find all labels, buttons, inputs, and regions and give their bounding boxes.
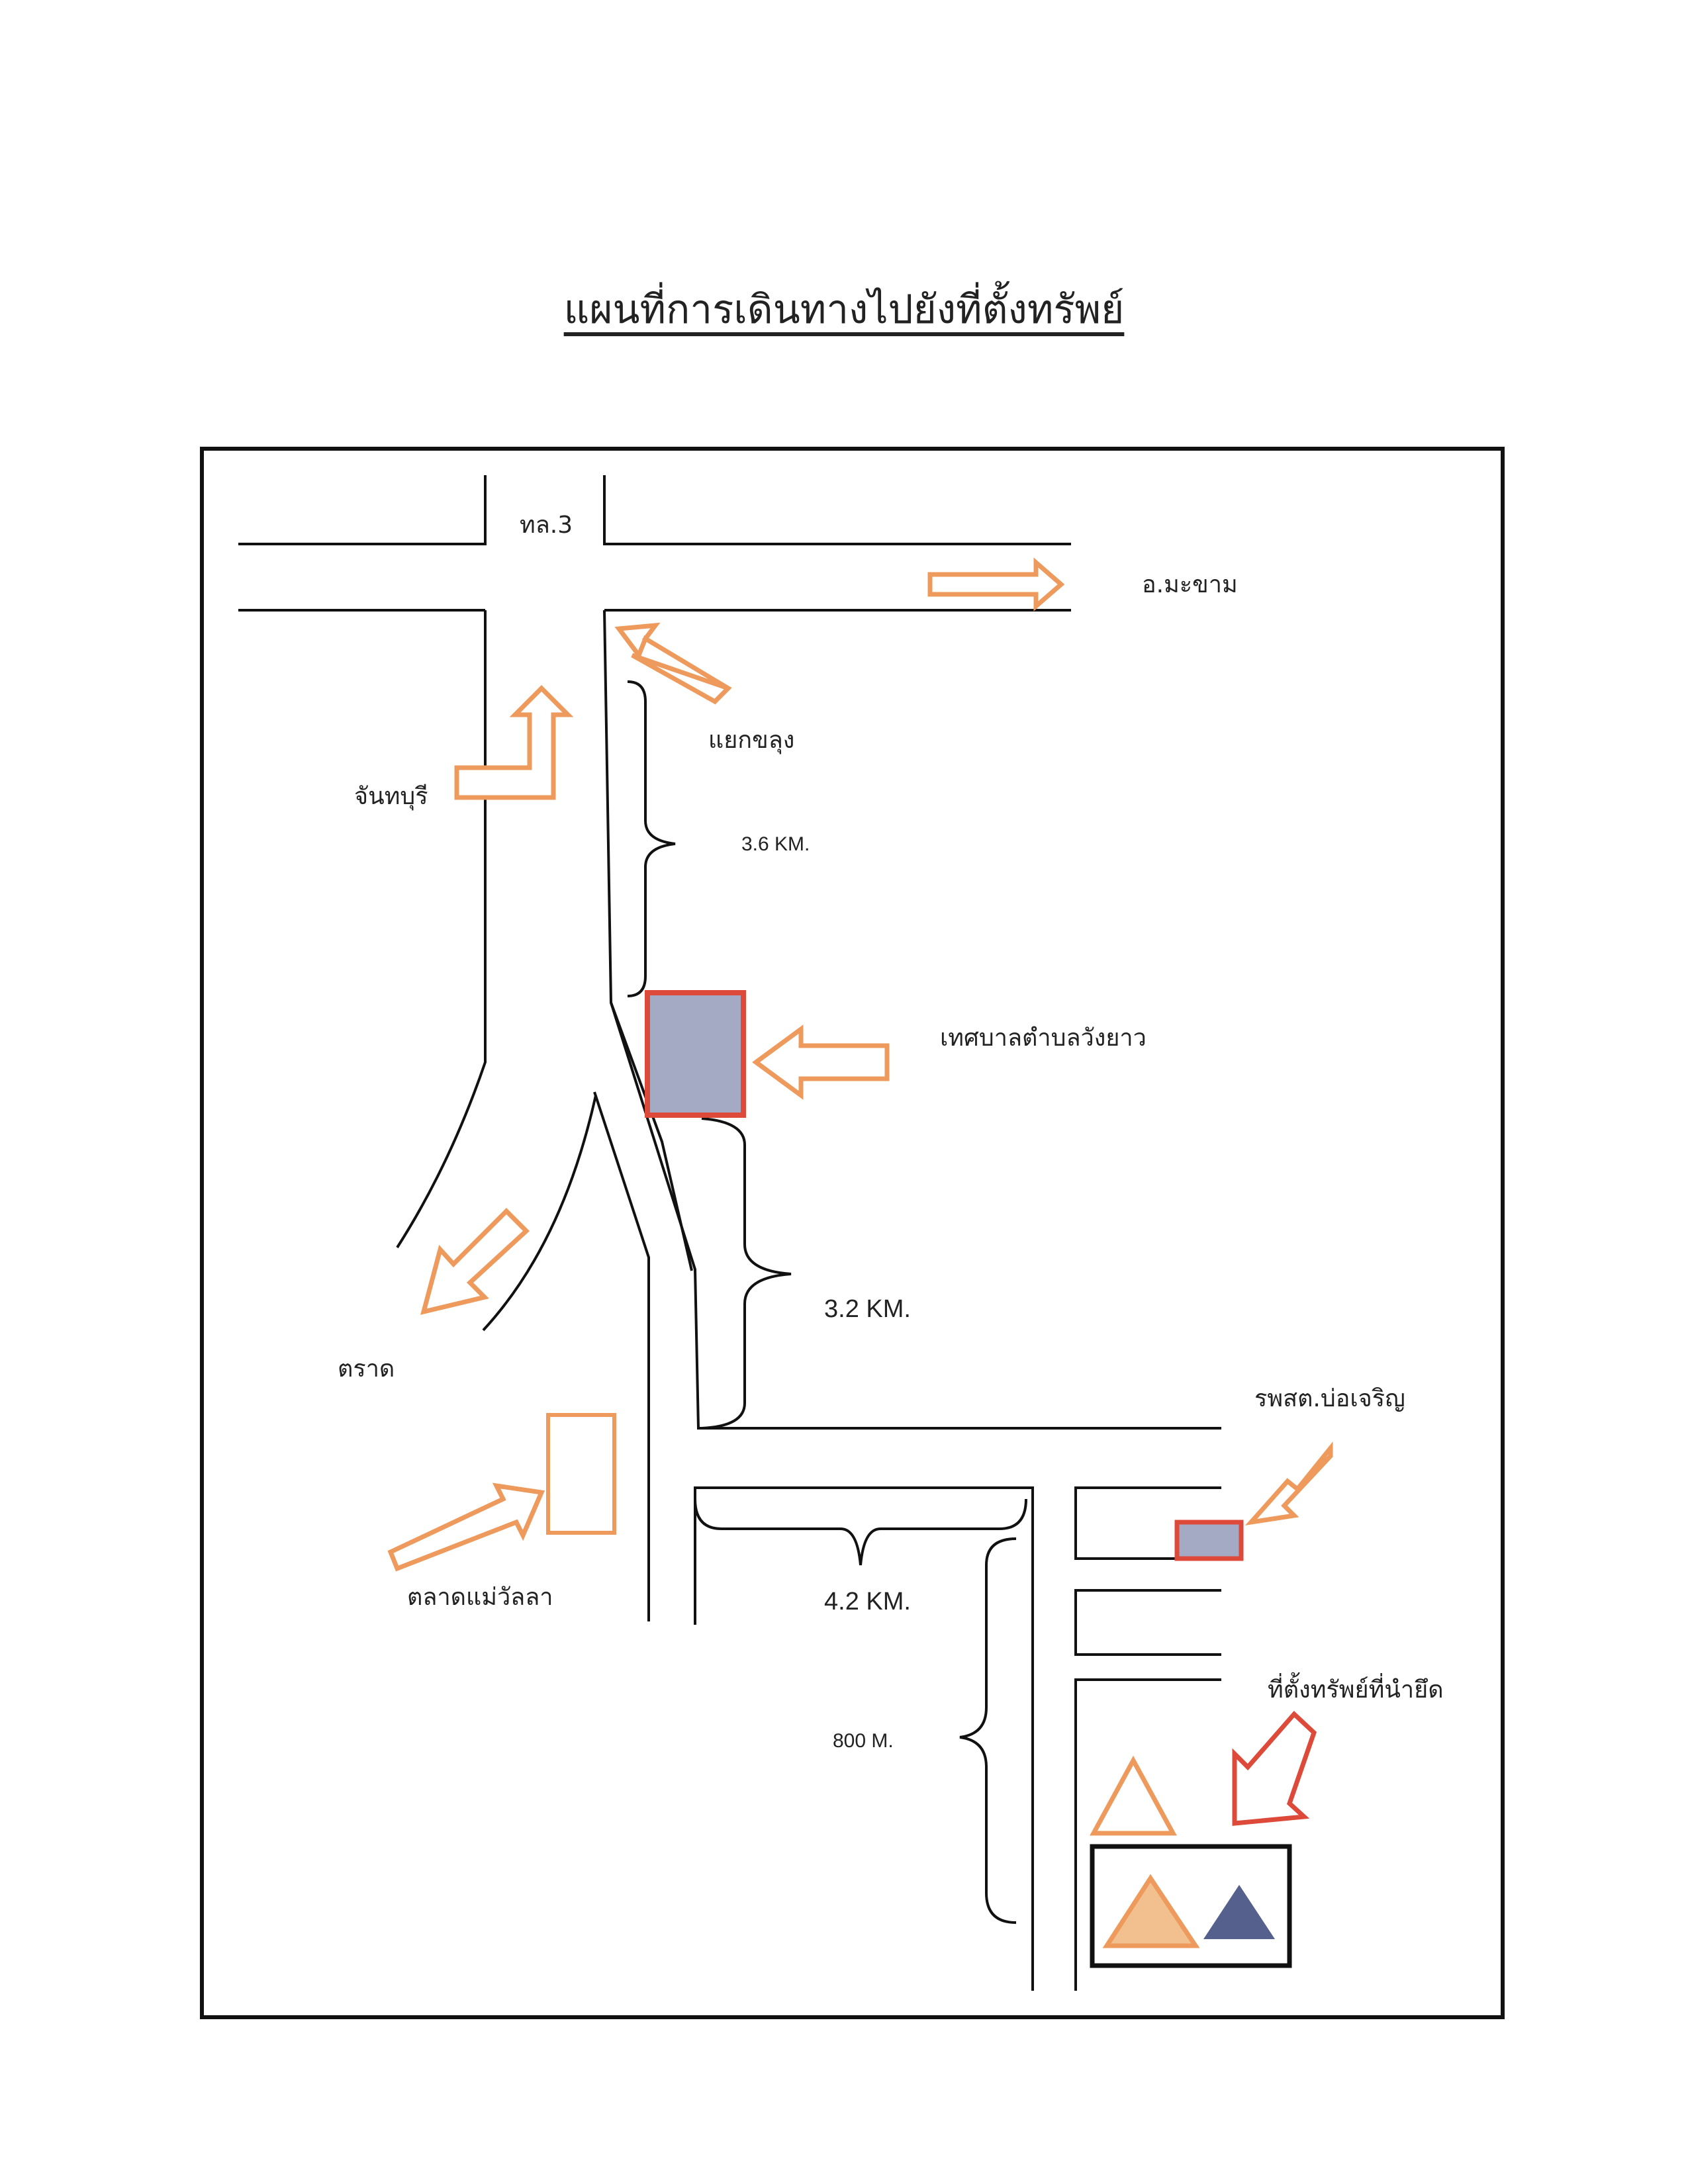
brace-3-2km: [701, 1117, 792, 1430]
mae-walla-market-building: [546, 1413, 616, 1535]
triangle-blue-icon: [1203, 1885, 1275, 1939]
road-side-2: [1074, 1589, 1221, 1656]
arrow-down-left-property-icon: [1232, 1710, 1317, 1826]
arrow-down-left-trat-icon: [420, 1208, 530, 1315]
property-marker: [1090, 1755, 1292, 1968]
arrow-left-municipality-icon: [752, 1024, 890, 1100]
brace-4-2km: [694, 1498, 1027, 1566]
label-trat: ตราด: [338, 1355, 395, 1383]
roads: [238, 475, 1221, 1991]
distance-4-2km: 4.2 KM.: [824, 1588, 911, 1615]
map-frame: [200, 447, 1505, 2019]
label-chanthaburi: จันทบุรี: [354, 783, 428, 811]
arrow-up-right-market-icon: [387, 1482, 545, 1572]
brace-3-6km: [627, 680, 676, 997]
label-road-3: ทล.3: [520, 512, 573, 539]
road-main-west-lower: [593, 1091, 650, 1621]
road-side-3: [1074, 1678, 1221, 1991]
label-wang-yao-municipality: เทศบาลตำบลวังยาว: [940, 1024, 1147, 1052]
distance-800m: 800 M.: [833, 1730, 894, 1752]
distance-3-2km: 3.2 KM.: [824, 1295, 911, 1323]
road-trat-branch: [482, 1095, 597, 1332]
label-property-location: ที่ตั้งทรัพย์ที่นำยึด: [1268, 1672, 1444, 1704]
arrow-up-chanthaburi-icon: [454, 685, 574, 800]
triangle-orange-icon: [1102, 1874, 1200, 1948]
label-bo-charoen-hospital: รพสต.บ่อเจริญ: [1254, 1385, 1405, 1412]
label-ma-kham: อ.มะขาม: [1142, 571, 1238, 598]
bo-charoen-hospital-building: [1174, 1520, 1244, 1561]
distance-3-6km: 3.6 KM.: [741, 833, 810, 855]
road-side-1: [1074, 1486, 1221, 1560]
label-mae-walla-market: ตลาดแม่วัลลา: [407, 1584, 553, 1611]
road-lower-left: [694, 1486, 1034, 1991]
road-left-vertical: [396, 610, 487, 1249]
road-top-upper-right: [603, 475, 1071, 545]
brace-800m: [959, 1537, 1017, 1924]
arrow-up-left-khlung-icon: [614, 622, 732, 705]
road-main-east-edge: [603, 610, 1221, 1430]
road-main-west-edge: [610, 1002, 693, 1271]
wang-yao-municipality-building: [645, 990, 746, 1118]
label-khlung-junction: แยกขลุง: [708, 727, 794, 754]
arrow-down-left-hospital-icon: [1244, 1441, 1333, 1525]
page-title: แผนที่การเดินทางไปยังที่ตั้งทรัพย์: [563, 287, 1125, 333]
arrow-right-ma-kham-icon: [927, 557, 1065, 612]
road-top-upper-left: [238, 475, 487, 545]
triangle-orange-outline-icon: [1090, 1755, 1177, 1836]
